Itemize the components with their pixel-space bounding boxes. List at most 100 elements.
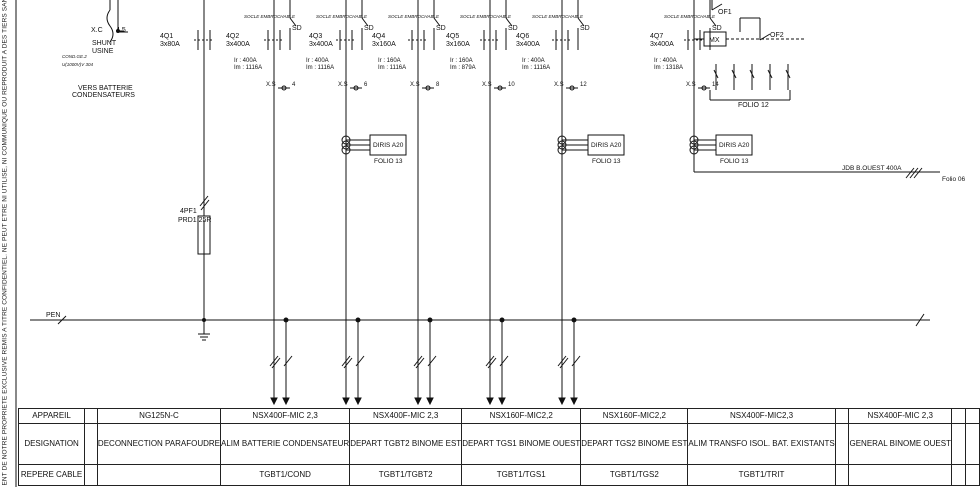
arrow-icon [486,397,494,406]
trip-ir-label: Ir : 160A [378,58,401,64]
diris-box [369,134,407,156]
breaker-id-label: 4Q4 [372,33,385,40]
socle-label: SOCLE EMBROCHABLE [664,14,716,19]
appareil-cell: NSX400F-MIC 2,3 [848,408,952,424]
xc-numbers: 4 5 [116,27,126,34]
appareil-cell: NSX400F-MIC 2,3 [349,408,463,424]
socle-label: SOCLE EMBROCHABLE [460,14,512,19]
socle-label: SOCLE EMBROCHABLE [316,14,368,19]
designation-cell: ALIM TRANSFO ISOL. BAT. EXISTANTS [687,423,836,465]
appareil-cell [950,408,966,424]
aux-contact [713,64,719,90]
xc-label: X.C [91,27,103,34]
sd-contact [361,17,369,27]
trip-im-label: Im : 879A [450,65,476,71]
breaker-rating-label: 3x400A [309,41,333,48]
arrow-icon [426,397,434,406]
designation-cell [84,423,98,465]
trip-ir-label: Ir : 160A [450,58,473,64]
appareil-cell [834,408,850,424]
diris-folio: FOLIO 13 [592,158,621,165]
breaker-id-label: 4Q5 [446,33,459,40]
pen-label: PEN [46,312,60,319]
diris-label: DIRIS A20 [591,142,622,149]
aux-contact [785,64,791,90]
jdb-label: JDB B.OUEST 400A [842,165,902,172]
sd-contact [709,17,717,27]
repere-cell [96,464,222,486]
arrow-icon [414,397,422,406]
sd-contact [505,17,513,27]
aux-tick [731,69,737,79]
cable-tick [413,355,423,367]
arrow-icon [354,397,362,406]
vers-batterie-label: VERS BATTERIE [78,85,133,92]
designation-cell [834,423,850,465]
breaker-rating-label: 3x160A [372,41,396,48]
repere-cell [84,464,98,486]
breaker-rating-label: 3x400A [650,41,674,48]
repere-cell: TGBT1/TRIT [687,464,836,486]
aux-tick [767,69,773,79]
usine-label: USINE [92,48,114,55]
arrow-icon [270,397,278,406]
of2-label: OF2 [770,32,784,39]
of1-label: OF1 [718,9,732,16]
aux-tick [713,69,719,79]
cable-tick [559,357,569,369]
xs-number: 6 [364,82,368,88]
breaker-rating-label: 3x80A [160,41,180,48]
pen-junction [355,317,361,323]
cable-tick [269,355,279,367]
trip-ir-label: Ir : 400A [522,58,545,64]
diris-label: DIRIS A20 [373,142,404,149]
sd-contact [577,17,585,27]
trip-im-label: Im : 1116A [306,65,334,71]
arrow-icon [342,397,350,406]
repere-cell [848,464,952,486]
trip-ir-label: Ir : 400A [654,58,677,64]
repere-cell [964,464,980,486]
breaker-id-label: 4Q3 [309,33,322,40]
designation-cell: DECONNECTION PARAFOUDRE [96,423,222,465]
cable-tick [283,355,293,367]
designation-cell: DEPART TGS1 BINOME OUEST [461,423,582,465]
repere-cell [950,464,966,486]
repere-cell: TGBT1/COND [220,464,351,486]
aux-contact [749,64,755,90]
cable-tick [499,355,509,367]
arrow-icon [570,397,578,406]
sd-contact [433,17,441,27]
xs-number: 12 [580,82,587,88]
trip-im-label: Im : 1116A [378,65,406,71]
xs-label: X.S [410,82,420,88]
sd-label: SD [580,25,590,32]
appareil-cell [84,408,98,424]
appareil-cell: NSX400F-MIC 2,3 [220,408,351,424]
designation-cell [950,423,966,465]
designation-cell: DEPART TGS2 BINOME EST [580,423,689,465]
designation-cell: ALIM BATTERIE CONDENSATEUR [220,423,351,465]
pen-junction [283,317,289,323]
cable-tick [341,355,351,367]
cable-tick [487,357,497,369]
appareil-cell: NSX160F-MIC2,2 [580,408,689,424]
breaker-id-label: 4Q7 [650,33,663,40]
row-label: DESIGNATION [17,423,86,465]
xs-number: 8 [436,82,440,88]
cable-tick [343,357,353,369]
cable-tick [427,355,437,367]
repere-cell: TGBT1/TGS2 [580,464,689,486]
folio06-label: Folio 06 [942,176,966,183]
trip-im-label: Im : 1318A [654,65,683,71]
xs-label: X.S [554,82,564,88]
